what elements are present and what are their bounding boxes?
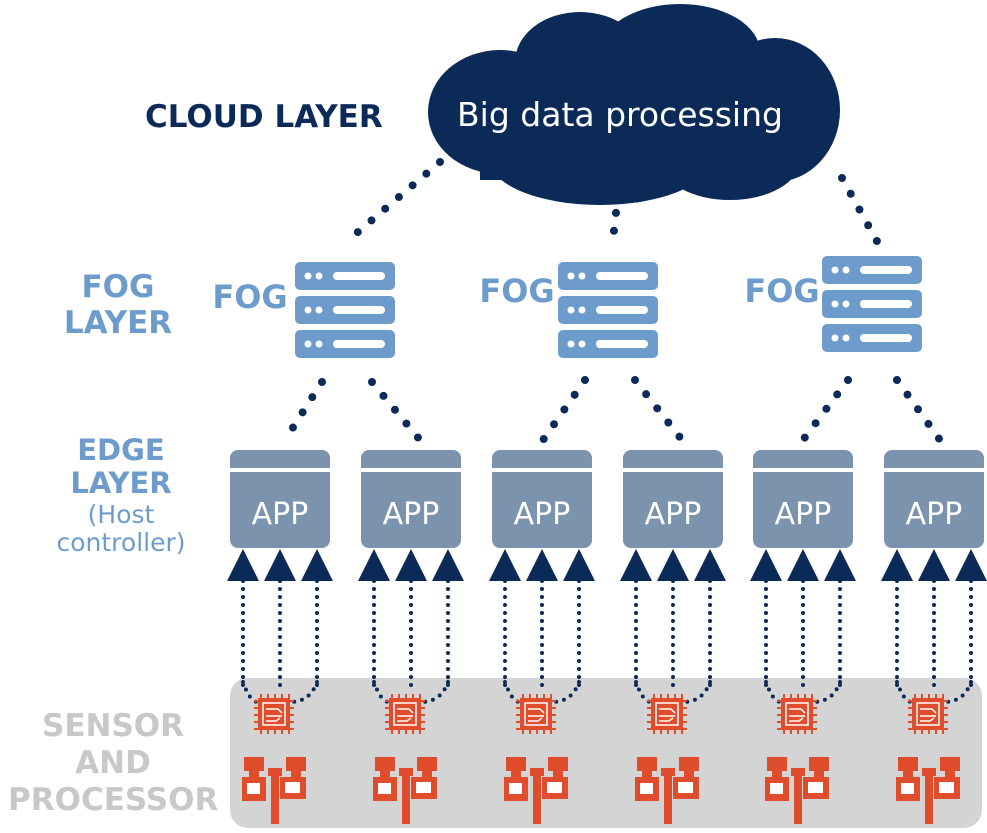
fog-edge-connectors [281, 376, 944, 444]
fog-layer-label: FOG LAYER [58, 269, 178, 341]
sensor-group-1 [242, 694, 306, 824]
edge-app-1: APP [230, 450, 330, 548]
processor-chip-icon [516, 694, 556, 734]
fog-edge-connector-1 [281, 378, 326, 444]
app-box [492, 450, 592, 548]
processor-chip-icon [777, 694, 817, 734]
cloud-icon: Big data processing [428, 4, 840, 205]
sensor-group-6 [896, 694, 960, 824]
sensor-icon [896, 757, 960, 824]
sensor-band [230, 678, 982, 828]
sensor-icon [373, 757, 437, 824]
cloud-fog-connector-3 [838, 174, 882, 247]
sensor-group-2 [373, 694, 437, 824]
fog-node-label: FOG [744, 272, 819, 310]
fog-node-label: FOG [212, 278, 287, 316]
cloud-fog-connectors [341, 158, 882, 252]
edge-layer-label: EDGE LAYER (Host controller) [46, 433, 196, 558]
sensor-group-5 [765, 694, 829, 824]
fog-layer-label-line1: FOG [81, 269, 155, 305]
app-label: APP [645, 497, 702, 532]
app-label: APP [252, 497, 309, 532]
sensor-layer-label-line1: SENSOR [42, 708, 184, 744]
processor-chip-icon [647, 694, 687, 734]
sensor-layer-label: SENSOR AND PROCESSOR [8, 708, 218, 820]
fog-node-2: FOG [479, 262, 658, 358]
fog-edge-connector-4 [631, 376, 686, 444]
fog-edge-connector-3 [539, 376, 589, 444]
server-icon [295, 262, 395, 358]
cloud-layer-label: CLOUD LAYER [145, 99, 383, 135]
fog-edge-connector-5 [799, 376, 852, 444]
cloud-text: Big data processing [457, 95, 783, 134]
app-label: APP [775, 497, 832, 532]
fog-edge-connector-6 [893, 376, 944, 444]
app-box [361, 450, 461, 548]
app-box [230, 450, 330, 548]
processor-chip-icon [254, 694, 294, 734]
sensor-group-4 [635, 694, 699, 824]
fog-node-3: FOG [744, 256, 922, 352]
edge-layer-label-line1: EDGE [77, 433, 165, 467]
fog-node-label: FOG [479, 272, 554, 310]
edge-app-3: APP [492, 450, 592, 548]
app-box [753, 450, 853, 548]
server-icon [822, 256, 922, 352]
edge-layer-label-line2: LAYER [70, 466, 172, 501]
edge-app-6: APP [884, 450, 984, 548]
sensor-layer-label-line3: PROCESSOR [8, 782, 219, 819]
app-label: APP [383, 497, 440, 532]
fog-edge-connector-2 [368, 378, 424, 444]
app-label: APP [514, 497, 571, 532]
sensor-icon [242, 757, 306, 824]
processor-chip-icon [385, 694, 425, 734]
edge-app-5: APP [753, 450, 853, 548]
sensor-group-3 [504, 694, 568, 824]
app-box [884, 450, 984, 548]
edge-sub-label-line1: (Host [87, 499, 155, 529]
processor-chip-icon [908, 694, 948, 734]
sensor-icon [635, 757, 699, 824]
edge-app-2: APP [361, 450, 461, 548]
sensor-layer-label-line2: AND [75, 745, 151, 782]
sensor-icon [765, 757, 829, 824]
sensor-icon [504, 757, 568, 824]
edge-app-4: APP [623, 450, 723, 548]
cloud-fog-connector-1 [341, 158, 444, 247]
fog-layer-label-line2: LAYER [63, 304, 173, 341]
server-icon [558, 262, 658, 358]
fog-node-1: FOG [212, 262, 395, 358]
app-box [623, 450, 723, 548]
edge-sub-label-line2: controller) [56, 528, 186, 558]
app-label: APP [906, 497, 963, 532]
